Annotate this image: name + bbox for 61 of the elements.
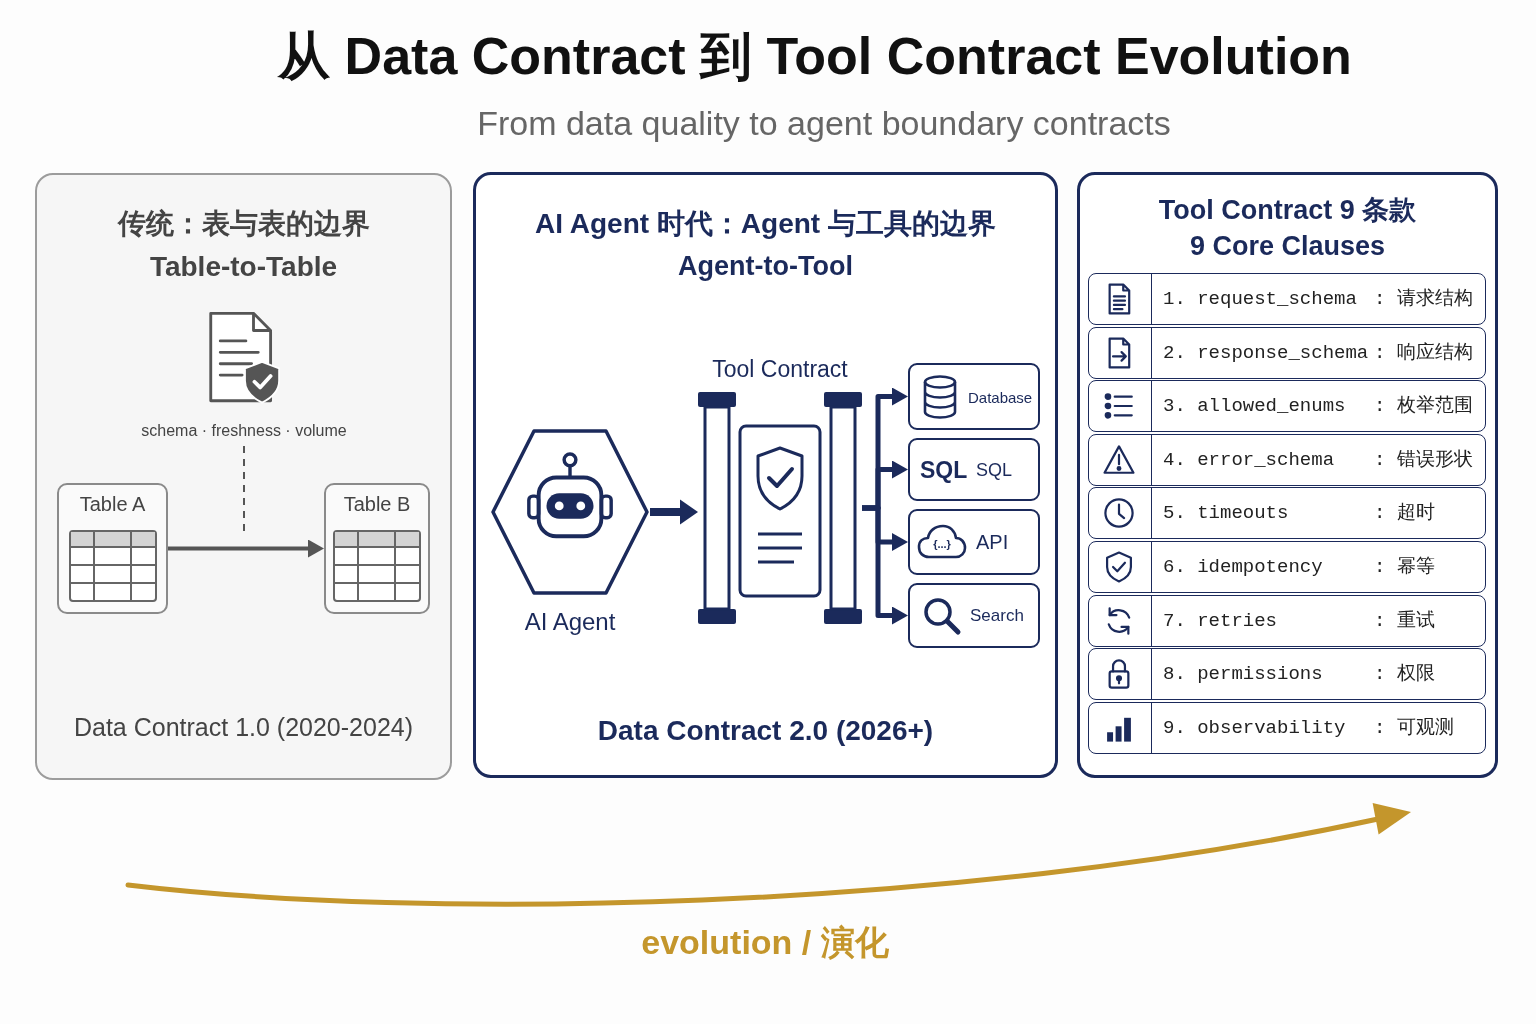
- clause-meaning: : 超时: [1374, 501, 1435, 524]
- evolution-label: evolution / 演化: [641, 922, 889, 963]
- clause-meaning: : 请求结构: [1374, 287, 1473, 310]
- contract-caption: schema · freshness · volume: [141, 422, 347, 440]
- clause-name: 9. observability: [1163, 716, 1346, 739]
- table-card: [57, 483, 168, 614]
- clause-meaning: : 枚举范围: [1374, 394, 1473, 417]
- arrow: [168, 539, 324, 558]
- table-name: Table B: [343, 493, 411, 516]
- panel-heading: AI Agent 时代：Agent 与工具的边界: [535, 207, 996, 241]
- era-panel: [35, 173, 452, 780]
- tool-card: [908, 363, 1040, 430]
- clause-row: [1088, 380, 1486, 432]
- clause-name: 5. timeouts: [1163, 501, 1289, 524]
- clause-name: 2. response_schema: [1163, 341, 1369, 364]
- panel-heading: 传统：表与表的边界: [117, 207, 370, 241]
- panel-footer: Data Contract 1.0 (2020-2024): [73, 713, 414, 742]
- agent-label: AI Agent: [524, 608, 616, 636]
- clause-meaning: : 重试: [1374, 609, 1435, 632]
- panel-footer: Data Contract 2.0 (2026+): [597, 715, 934, 747]
- era-panel: [473, 172, 1058, 778]
- clause-row: [1088, 327, 1486, 379]
- tool-label: API: [976, 530, 1009, 554]
- clause-meaning: : 权限: [1374, 662, 1435, 685]
- clause-name: 7. retries: [1163, 609, 1278, 632]
- tool-label: Database: [968, 388, 1033, 405]
- gate-label: Tool Contract: [712, 356, 848, 383]
- code-braces: {...}: [933, 538, 951, 550]
- clause-name: 6. idempotency: [1163, 555, 1323, 578]
- panel-subheading: Table-to-Table: [149, 251, 338, 283]
- tool-label: Search: [970, 605, 1024, 626]
- clause-meaning: : 响应结构: [1374, 341, 1473, 364]
- panel-heading: Tool Contract 9 条款: [1158, 194, 1417, 227]
- dashed-leader-line: [243, 445, 245, 533]
- clause-name: 4. error_schema: [1163, 448, 1335, 471]
- clause-row: [1088, 648, 1486, 700]
- clause-name: 3. allowed_enums: [1163, 394, 1346, 417]
- tool-card: [908, 583, 1040, 648]
- panel-subheading: 9 Core Clauses: [1189, 231, 1386, 262]
- clause-row: [1088, 487, 1486, 539]
- clause-row: [1088, 595, 1486, 647]
- clause-row: [1088, 273, 1486, 325]
- panel-subheading: Agent-to-Tool: [678, 251, 853, 282]
- clause-row: [1088, 434, 1486, 486]
- table-card: [324, 483, 430, 614]
- clause-meaning: : 可观测: [1374, 716, 1454, 739]
- clause-name: 8. permissions: [1163, 662, 1323, 685]
- subtitle: From data quality to agent boundary contracts: [477, 104, 1171, 143]
- clauses-panel: [1077, 172, 1498, 778]
- title: 从 Data Contract 到 Tool Contract Evolution: [278, 26, 1352, 87]
- tool-card: [908, 438, 1040, 501]
- tool-card: [908, 509, 1040, 575]
- tool-label: SQL: [976, 459, 1013, 480]
- clause-meaning: : 错误形状: [1374, 448, 1473, 471]
- table-name: Table A: [79, 493, 146, 516]
- clause-name: 1. request_schema: [1163, 287, 1357, 310]
- clause-row: [1088, 702, 1486, 754]
- clause-meaning: : 幂等: [1374, 555, 1435, 578]
- sql-mark: SQL: [920, 456, 968, 483]
- clause-row: [1088, 541, 1486, 593]
- arrow: [862, 505, 908, 625]
